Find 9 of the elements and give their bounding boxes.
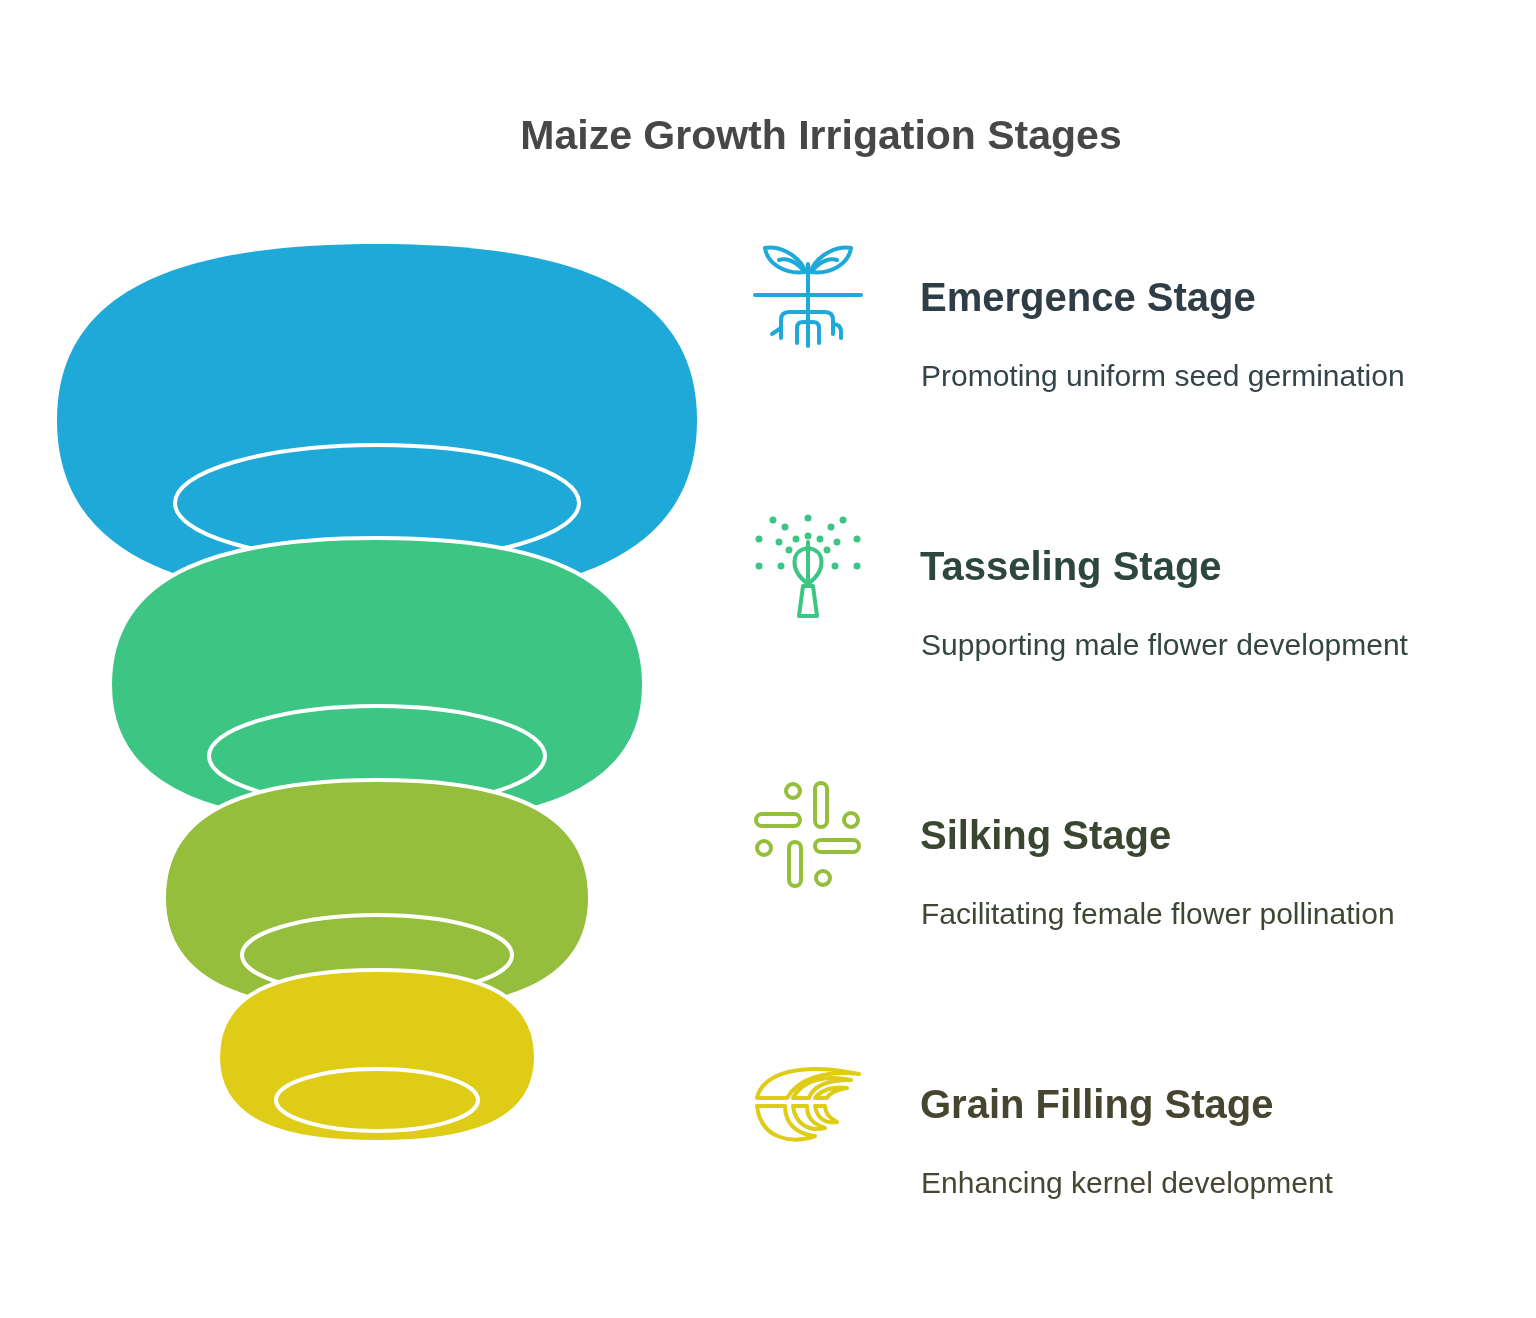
stage-heading: Tasseling Stage — [920, 543, 1222, 590]
stage-heading: Silking Stage — [920, 812, 1172, 859]
stage-description: Supporting male flower development — [921, 627, 1408, 663]
stage-description: Facilitating female flower pollination — [921, 896, 1395, 932]
stage-description: Enhancing kernel development — [921, 1165, 1333, 1201]
title: Maize Growth Irrigation Stages — [520, 111, 1122, 160]
stage-heading: Emergence Stage — [920, 274, 1256, 321]
stage-heading: Grain Filling Stage — [920, 1081, 1274, 1128]
stage-description: Promoting uniform seed germination — [921, 358, 1405, 394]
